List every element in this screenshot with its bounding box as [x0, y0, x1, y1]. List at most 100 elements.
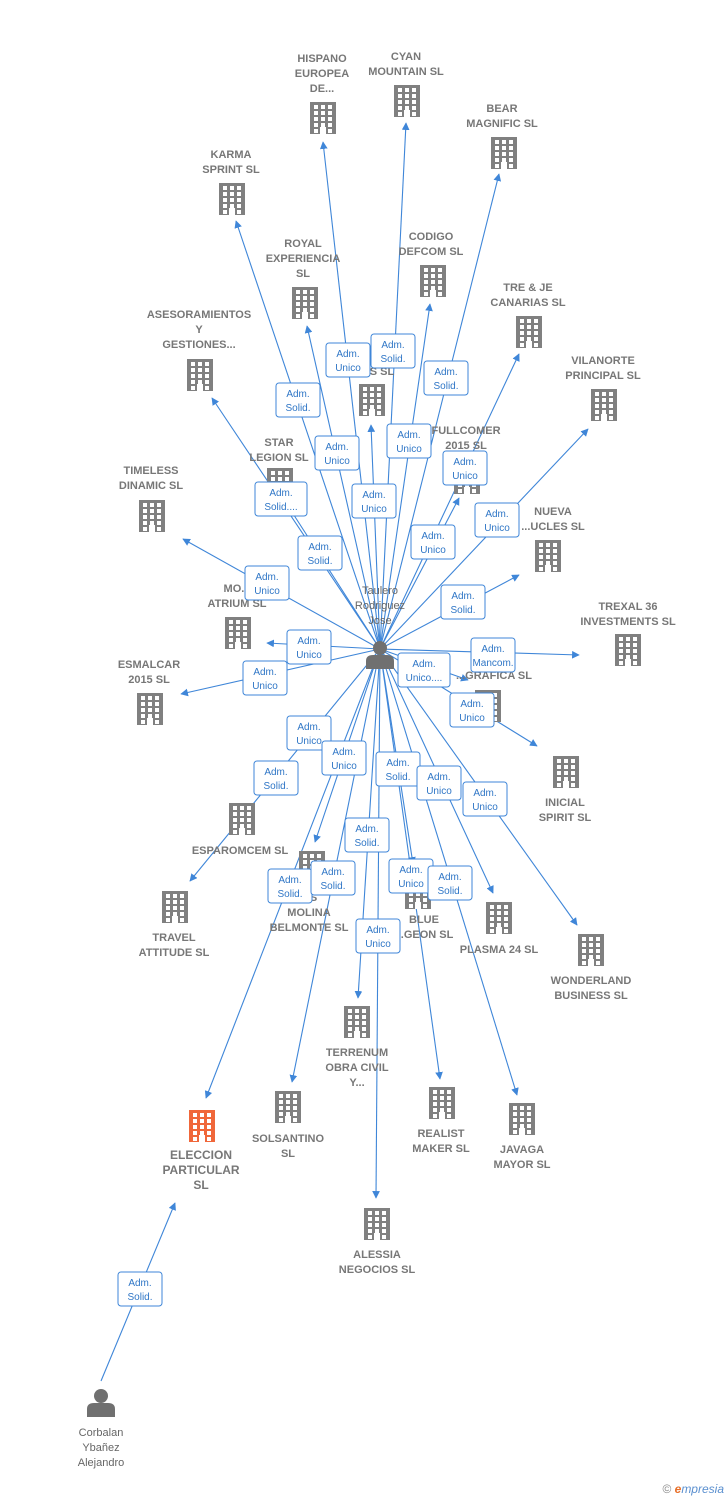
- building-icon: [394, 85, 420, 117]
- building-icon: [491, 137, 517, 169]
- relation-badge[interactable]: Adm.Solid.: [310, 860, 356, 896]
- relation-badge-text: Unico: [452, 471, 478, 482]
- relation-badge[interactable]: Adm. Unico: [442, 450, 488, 486]
- relation-badge[interactable]: Adm.Unico: [286, 629, 332, 665]
- company-label-line: CODIGO: [409, 231, 454, 243]
- relation-badge[interactable]: Adm.Solid.: [423, 360, 469, 396]
- company-label-line: WONDERLAND: [551, 975, 632, 987]
- relation-badge[interactable]: Adm. Unico: [244, 565, 290, 601]
- relation-badge-text: Adm.: [427, 772, 450, 783]
- relation-badge-box: [310, 860, 356, 896]
- building-icon: [292, 287, 318, 319]
- company-label-line: REALIST: [417, 1128, 464, 1140]
- relation-badge-text: Unico: [296, 736, 322, 747]
- relation-badge[interactable]: Adm.Solid.: [117, 1271, 163, 1307]
- relation-badge[interactable]: Adm.Unico: [386, 423, 432, 459]
- relation-badge[interactable]: Adm.Unico: [351, 483, 397, 519]
- relation-badge[interactable]: Adm.Solid.: [427, 865, 473, 901]
- building-icon: [225, 617, 251, 649]
- relation-badge[interactable]: Adm.Solid.: [375, 751, 421, 787]
- relations-layer: Adm.UnicoAdm.Solid.Adm.Solid.Adm.Solid.A…: [117, 333, 520, 1307]
- company-label-line: OBRA CIVIL: [325, 1062, 388, 1074]
- relation-badge[interactable]: Adm.Unico: [242, 660, 288, 696]
- relation-badge-text: Unico: [254, 586, 280, 597]
- company-label-line: JAVAGA: [500, 1144, 544, 1156]
- company-label-line: ...UCLES SL: [521, 521, 585, 533]
- relation-badge-text: Unico: [398, 879, 424, 890]
- relation-badge-box: [355, 918, 401, 954]
- relation-badge[interactable]: Adm. Unico: [286, 715, 332, 751]
- company-label-line: ROYAL: [284, 238, 322, 250]
- relation-badge-box: [321, 740, 367, 776]
- relation-badge-text: Solid.: [450, 605, 475, 616]
- relation-badge-text: Unico: [396, 444, 422, 455]
- relation-badge-box: [416, 765, 462, 801]
- brand-e: e: [674, 1482, 682, 1496]
- relation-badge[interactable]: Adm.Unico: [410, 524, 456, 560]
- company-label-line: ALESSIA: [353, 1249, 401, 1261]
- relation-badge[interactable]: Adm.Unico: [416, 765, 462, 801]
- person-icon: [366, 641, 394, 669]
- relation-badge[interactable]: Adm.Solid.: [253, 760, 299, 796]
- company-label-line: MOUNTAIN SL: [368, 66, 444, 78]
- relation-badge-text: Unico: [252, 681, 278, 692]
- relation-badge[interactable]: Adm.Unico: [321, 740, 367, 776]
- company-label-line: DINAMIC SL: [119, 480, 183, 492]
- relation-badge[interactable]: Adm.Unico: [355, 918, 401, 954]
- company-label-line: ESPAROMCEM SL: [192, 845, 289, 857]
- relation-badge-text: Adm.: [297, 722, 320, 733]
- building-icon: [137, 693, 163, 725]
- relation-edge: [379, 497, 460, 650]
- relation-badge-text: Adm.: [264, 767, 287, 778]
- relation-badge-text: Solid....: [264, 502, 297, 513]
- company-label-line: EUROPEA: [295, 68, 349, 80]
- company-label-line: SPIRIT SL: [539, 812, 592, 824]
- footer-brand[interactable]: © empresia: [662, 1482, 724, 1496]
- relation-badge-text: Adm.: [325, 442, 348, 453]
- relation-badge[interactable]: Adm. Unico: [314, 435, 360, 471]
- person-label-line: Alejandro: [78, 1457, 124, 1469]
- relation-badge-text: Adm.: [362, 490, 385, 501]
- person-label-line: Taulero: [362, 585, 398, 597]
- building-icon: [229, 803, 255, 835]
- brand-name: mpresia: [681, 1482, 724, 1496]
- relation-badge[interactable]: Adm.Unico: [474, 502, 520, 538]
- company-label-line: INVESTMENTS SL: [580, 616, 676, 628]
- company-label-line: BEAR: [486, 103, 517, 115]
- relation-badge[interactable]: Adm.Solid.: [440, 584, 486, 620]
- relation-badge-box: [427, 865, 473, 901]
- relation-badge[interactable]: Adm.Solid.: [370, 333, 416, 369]
- relation-badge[interactable]: Adm.Unico....: [397, 652, 451, 688]
- relation-edge: [367, 424, 381, 650]
- relation-badge[interactable]: Adm.Unico: [449, 692, 495, 728]
- company-label-line: FULLCOMER: [431, 425, 500, 437]
- relation-badge[interactable]: Adm.Solid.: [344, 817, 390, 853]
- relation-badge[interactable]: Adm.Solid.: [275, 382, 321, 418]
- relation-badge[interactable]: Adm.Unico: [325, 342, 371, 378]
- relation-badge-text: Adm.: [453, 457, 476, 468]
- company-label-line: Y: [195, 324, 203, 336]
- relation-edge: [319, 141, 381, 650]
- company-label-line: SL: [296, 268, 310, 280]
- company-label-line: TRAVEL: [152, 932, 195, 944]
- relation-badge[interactable]: Adm.Unico: [388, 858, 434, 894]
- company-label-line: MOLINA: [287, 907, 330, 919]
- relation-badge[interactable]: Adm.Unico: [462, 781, 508, 817]
- relation-badge[interactable]: Adm.Mancom.: [470, 637, 516, 673]
- relation-badge-text: Adm.: [269, 488, 292, 499]
- building-icon: [516, 316, 542, 348]
- relation-badge-text: Unico: [324, 456, 350, 467]
- company-label-line: NUEVA: [534, 506, 572, 518]
- company-label-line: PRINCIPAL SL: [565, 370, 641, 382]
- relation-edge: [289, 508, 381, 650]
- relation-badge-text: Adm.: [128, 1278, 151, 1289]
- relation-badge[interactable]: Adm.Solid.: [297, 535, 343, 571]
- building-icon: [219, 183, 245, 215]
- relation-badge-text: Adm.: [255, 572, 278, 583]
- relation-badge[interactable]: Adm.Solid.: [267, 868, 313, 904]
- relation-badge[interactable]: Adm. Solid....: [254, 481, 308, 517]
